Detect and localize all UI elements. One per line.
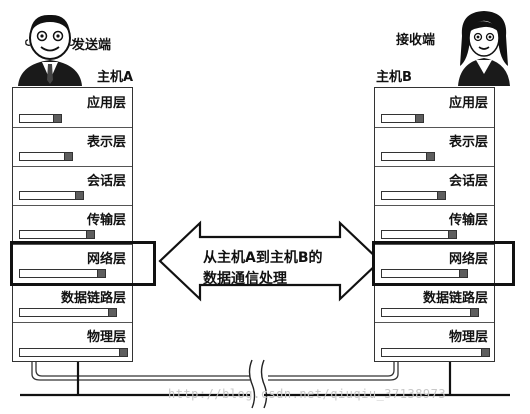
data-packet (19, 114, 62, 123)
layer-session: 会话层 (375, 166, 494, 205)
data-packet (19, 152, 73, 161)
layer-label: 传输层 (86, 213, 126, 228)
sender-role-label: 发送端 (72, 38, 112, 53)
transmission-path (31, 352, 399, 381)
layer-divider (13, 244, 132, 245)
header-block (426, 152, 435, 161)
data-packet (381, 114, 424, 123)
layer-data-link: 数据链路层 (13, 283, 132, 322)
layer-label: 会话层 (448, 174, 488, 189)
data-packet (19, 230, 95, 239)
network-layer-highlight-sender (10, 241, 156, 286)
layer-network: 网络层 (375, 244, 494, 283)
layer-divider (375, 244, 494, 245)
data-packet (381, 348, 490, 357)
layer-divider (13, 127, 132, 128)
layer-divider (375, 166, 494, 167)
wavy-break-icon (248, 359, 268, 409)
layer-divider (13, 166, 132, 167)
header-block (75, 191, 84, 200)
link-ground-line (20, 356, 510, 397)
man-avatar-icon (18, 14, 82, 86)
data-packet (19, 348, 128, 357)
data-packet (381, 269, 468, 278)
layer-divider (375, 127, 494, 128)
layer-label: 会话层 (86, 174, 126, 189)
layer-session: 会话层 (13, 166, 132, 205)
header-block (97, 269, 106, 278)
center-caption-line2: 数据通信处理 (203, 271, 287, 287)
layer-transport: 传输层 (375, 205, 494, 244)
header-block (437, 191, 446, 200)
data-packet (19, 308, 117, 317)
data-packet (19, 191, 84, 200)
data-packet (381, 230, 457, 239)
layer-network: 网络层 (13, 244, 132, 283)
header-block (470, 308, 479, 317)
header-block (459, 269, 468, 278)
header-block (64, 152, 73, 161)
header-block (119, 348, 128, 357)
data-packet (19, 269, 106, 278)
header-block (448, 230, 457, 239)
receiver-host-label: 主机B (376, 70, 412, 85)
layer-label: 表示层 (448, 135, 488, 150)
data-packet (381, 191, 446, 200)
header-block (108, 308, 117, 317)
receiver-role-label: 接收端 (396, 33, 436, 48)
layer-label: 网络层 (86, 252, 126, 267)
data-packet (381, 308, 479, 317)
layer-label: 应用层 (86, 96, 126, 111)
network-layer-highlight-receiver (372, 241, 515, 286)
receiver-protocol-stack: 应用层 表示层 会话层 传输层 网络层 数据链路层 物理层 (374, 87, 495, 362)
layer-physical: 物理层 (13, 322, 132, 361)
layer-presentation: 表示层 (375, 127, 494, 166)
header-block (481, 348, 490, 357)
layer-label: 应用层 (448, 96, 488, 111)
sender-host-label: 主机A (97, 70, 134, 85)
layer-label: 物理层 (448, 330, 488, 345)
layer-physical: 物理层 (375, 322, 494, 361)
layer-divider (375, 205, 494, 206)
layer-label: 网络层 (448, 252, 488, 267)
layer-label: 数据链路层 (422, 291, 488, 306)
layer-data-link: 数据链路层 (375, 283, 494, 322)
sender-protocol-stack: 应用层 表示层 会话层 传输层 网络层 数据链路层 物理层 (12, 87, 133, 362)
header-block (415, 114, 424, 123)
layer-application: 应用层 (13, 88, 132, 127)
layer-divider (375, 322, 494, 323)
data-packet (381, 152, 435, 161)
layer-label: 数据链路层 (60, 291, 126, 306)
layer-label: 表示层 (86, 135, 126, 150)
layer-divider (13, 322, 132, 323)
layer-presentation: 表示层 (13, 127, 132, 166)
watermark-text: http://blog.csdn.net/qiuqiu_37138973 (168, 387, 447, 401)
center-caption: 从主机A到主机B的 数据通信处理 (203, 248, 323, 290)
layer-divider (13, 205, 132, 206)
center-caption-line1: 从主机A到主机B的 (203, 250, 323, 266)
layer-label: 传输层 (448, 213, 488, 228)
woman-avatar-icon (458, 11, 510, 86)
layer-application: 应用层 (375, 88, 494, 127)
layer-transport: 传输层 (13, 205, 132, 244)
layer-label: 物理层 (86, 330, 126, 345)
header-block (86, 230, 95, 239)
header-block (53, 114, 62, 123)
